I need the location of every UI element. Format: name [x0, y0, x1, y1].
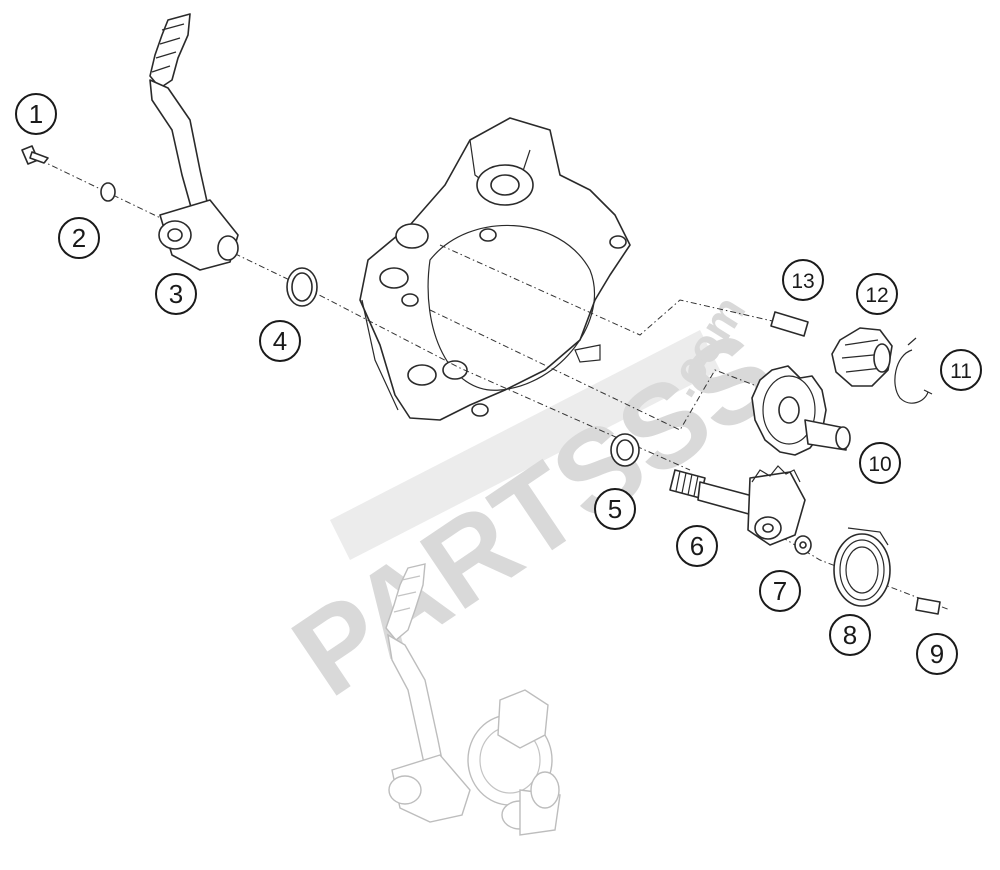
callout-9: 9 — [916, 633, 958, 675]
callouts: 1 2 3 4 5 6 7 8 — [15, 93, 982, 675]
part-kick-lever — [149, 13, 239, 271]
watermark-stripe — [330, 330, 720, 560]
part-seal-ring — [286, 267, 318, 307]
callout-label: 11 — [950, 360, 972, 383]
callout-10: 10 — [859, 442, 901, 484]
callout-3: 3 — [155, 273, 197, 315]
part-washer — [100, 182, 116, 202]
part-idler-gear — [831, 327, 893, 387]
callout-label: 4 — [273, 326, 287, 356]
callout-label: 2 — [72, 223, 86, 253]
part-pin — [915, 597, 941, 615]
callout-2: 2 — [58, 217, 100, 259]
callout-label: 9 — [930, 639, 944, 669]
callout-label: 1 — [29, 99, 43, 129]
callout-12: 12 — [856, 273, 898, 315]
part-bolt — [21, 145, 49, 165]
callout-label: 6 — [690, 531, 704, 561]
callout-label: 10 — [868, 453, 891, 476]
crankcase-cover — [359, 117, 631, 421]
part-spring — [833, 527, 891, 607]
callout-11: 11 — [940, 349, 982, 391]
part-washer-large — [610, 433, 640, 467]
part-circlip — [894, 337, 933, 404]
part-bushing — [770, 311, 809, 337]
part-kick-shaft — [669, 465, 806, 546]
callout-1: 1 — [15, 93, 57, 135]
callout-label: 13 — [791, 270, 814, 293]
callout-4: 4 — [259, 320, 301, 362]
callout-7: 7 — [759, 570, 801, 612]
part-washer-small — [794, 535, 812, 555]
callout-13: 13 — [782, 259, 824, 301]
callout-5: 5 — [594, 488, 636, 530]
callout-6: 6 — [676, 525, 718, 567]
callout-label: 8 — [843, 620, 857, 650]
callout-label: 12 — [865, 284, 888, 307]
part-intermediate-gear — [751, 365, 851, 456]
callout-label: 5 — [608, 494, 622, 524]
callout-8: 8 — [829, 614, 871, 656]
callout-label: 3 — [169, 279, 183, 309]
callout-label: 7 — [773, 576, 787, 606]
assembled-view — [385, 563, 561, 836]
